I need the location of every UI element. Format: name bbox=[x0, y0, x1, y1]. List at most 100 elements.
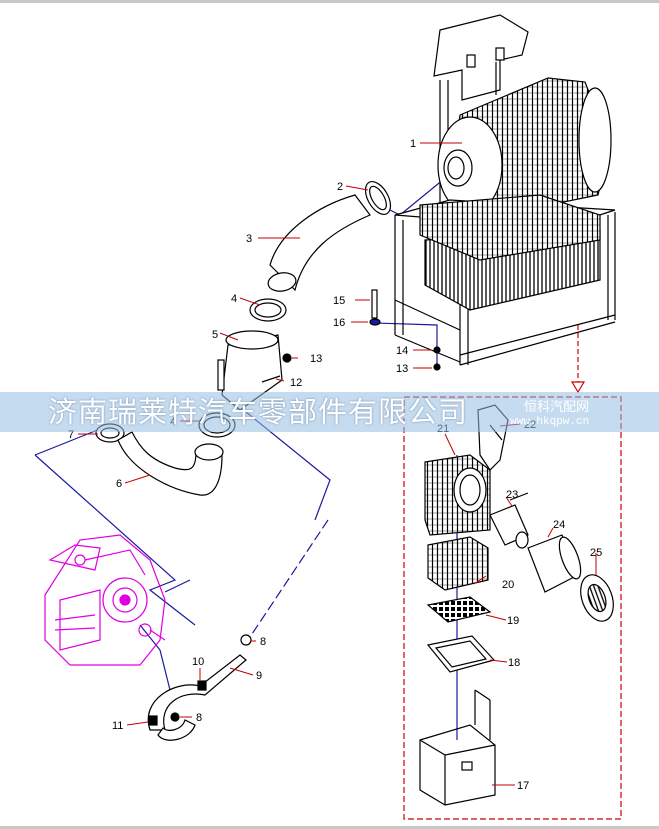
watermark-url: www.hkqpw.cn bbox=[510, 416, 590, 428]
air-inlet-inner bbox=[447, 156, 465, 180]
callout-19: 19 bbox=[507, 615, 519, 627]
part-21-inlet-inner bbox=[459, 474, 481, 506]
part-17-rail bbox=[419, 739, 446, 756]
clamp-8-lower bbox=[170, 712, 180, 722]
intake-hoses bbox=[95, 181, 392, 741]
engine-part bbox=[59, 589, 101, 651]
callout-8-lower: 8 bbox=[196, 712, 202, 724]
engine-outline bbox=[44, 534, 166, 666]
connector-segment bbox=[247, 519, 329, 641]
part-18-inner bbox=[434, 640, 488, 668]
part-25-fins bbox=[587, 583, 607, 613]
exploded-parts bbox=[419, 404, 614, 806]
callout-11: 11 bbox=[112, 720, 123, 732]
connector-segment bbox=[375, 322, 438, 370]
part-23-rod bbox=[509, 492, 529, 501]
connector-segment bbox=[34, 454, 196, 626]
hose-3-end bbox=[267, 272, 297, 292]
callout-10: 10 bbox=[192, 656, 204, 668]
turbocharger-inner bbox=[112, 587, 138, 613]
part-23-end bbox=[515, 531, 529, 549]
callout-labels: 1 2 3 4 5 13 12 4 7 6 8 10 9 11 8 15 16 … bbox=[68, 138, 602, 792]
air-filter-assembly bbox=[394, 14, 616, 366]
bolt-12 bbox=[261, 375, 281, 383]
hose-8-lower bbox=[157, 719, 196, 741]
callout-23: 23 bbox=[506, 489, 518, 501]
frame-rail bbox=[394, 299, 461, 331]
callout-9: 9 bbox=[256, 670, 262, 682]
part-19-grid bbox=[426, 596, 492, 623]
engine-fitting bbox=[138, 623, 152, 637]
turbocharger-hub bbox=[119, 594, 131, 606]
callout-8-upper: 8 bbox=[260, 636, 266, 648]
detail-arrow-icon bbox=[570, 381, 586, 394]
clamp-11 bbox=[148, 715, 158, 726]
engine-fitting bbox=[74, 554, 86, 566]
callout-16: 16 bbox=[333, 317, 345, 329]
watermark-band bbox=[0, 392, 659, 432]
filter-upper-band bbox=[419, 194, 601, 261]
clamp-8-upper bbox=[240, 634, 252, 646]
bolt-15 bbox=[371, 289, 378, 319]
watermark-company: 济南瑞莱特汽车零部件有限公司 bbox=[48, 395, 469, 429]
nut-13-upper bbox=[282, 353, 292, 363]
hose-9 bbox=[147, 654, 247, 731]
callout-25: 25 bbox=[590, 547, 602, 559]
frame-rail bbox=[394, 334, 461, 363]
hose-3 bbox=[269, 194, 371, 292]
callout-5: 5 bbox=[212, 329, 218, 341]
engine-pipe bbox=[84, 549, 146, 576]
turbocharger bbox=[102, 577, 148, 623]
leader-lines bbox=[78, 142, 597, 786]
bracket-slot bbox=[495, 47, 505, 61]
washer-14 bbox=[433, 346, 441, 354]
nut-13-lower bbox=[433, 363, 441, 371]
engine-block bbox=[44, 534, 166, 666]
connector-lines bbox=[34, 169, 491, 740]
callout-14: 14 bbox=[396, 345, 408, 357]
bottom-border bbox=[0, 826, 659, 829]
connector-segment bbox=[164, 579, 191, 593]
clamp-4-upper-inner bbox=[254, 302, 282, 318]
callout-18: 18 bbox=[508, 657, 520, 669]
connector-segment bbox=[139, 624, 171, 691]
callout-7: 7 bbox=[68, 429, 74, 441]
engine-detail bbox=[54, 614, 166, 641]
mounting-bracket bbox=[433, 14, 529, 101]
part-17-rail bbox=[444, 744, 496, 756]
callout-15: 15 bbox=[333, 295, 345, 307]
clamp-10 bbox=[197, 680, 207, 691]
callout-24: 24 bbox=[553, 519, 565, 531]
callout-2: 2 bbox=[337, 181, 343, 193]
callout-13-upper: 13 bbox=[310, 353, 322, 365]
watermark-brand: 恒科汽配网 bbox=[524, 400, 590, 415]
callout-20: 20 bbox=[502, 579, 514, 591]
callout-13-lower: 13 bbox=[396, 363, 408, 375]
pipe-5-bracket bbox=[217, 359, 225, 391]
callout-3: 3 bbox=[246, 233, 252, 245]
callout-4-upper: 4 bbox=[231, 293, 237, 305]
part-24-end bbox=[558, 536, 582, 580]
bracket-slot bbox=[466, 54, 476, 68]
frame-rail bbox=[459, 314, 616, 356]
engine-part bbox=[48, 544, 101, 571]
part-17-box bbox=[461, 761, 473, 771]
callout-12: 12 bbox=[290, 377, 302, 389]
washer-16 bbox=[369, 318, 381, 326]
pipe-5-top bbox=[225, 330, 279, 350]
part-17-post bbox=[474, 689, 491, 701]
frame-rail bbox=[459, 321, 616, 366]
mount-hardware bbox=[369, 289, 441, 371]
top-border bbox=[0, 0, 659, 3]
clamp-2-inner bbox=[369, 185, 387, 211]
callout-1: 1 bbox=[410, 138, 416, 150]
part-17-frame bbox=[419, 724, 496, 806]
hose-6 bbox=[117, 431, 223, 496]
callout-17: 17 bbox=[517, 780, 529, 792]
part-20-tray bbox=[427, 536, 489, 591]
callout-6: 6 bbox=[116, 478, 122, 490]
filter-end-cap bbox=[578, 87, 612, 193]
hose-6-end bbox=[194, 443, 224, 461]
